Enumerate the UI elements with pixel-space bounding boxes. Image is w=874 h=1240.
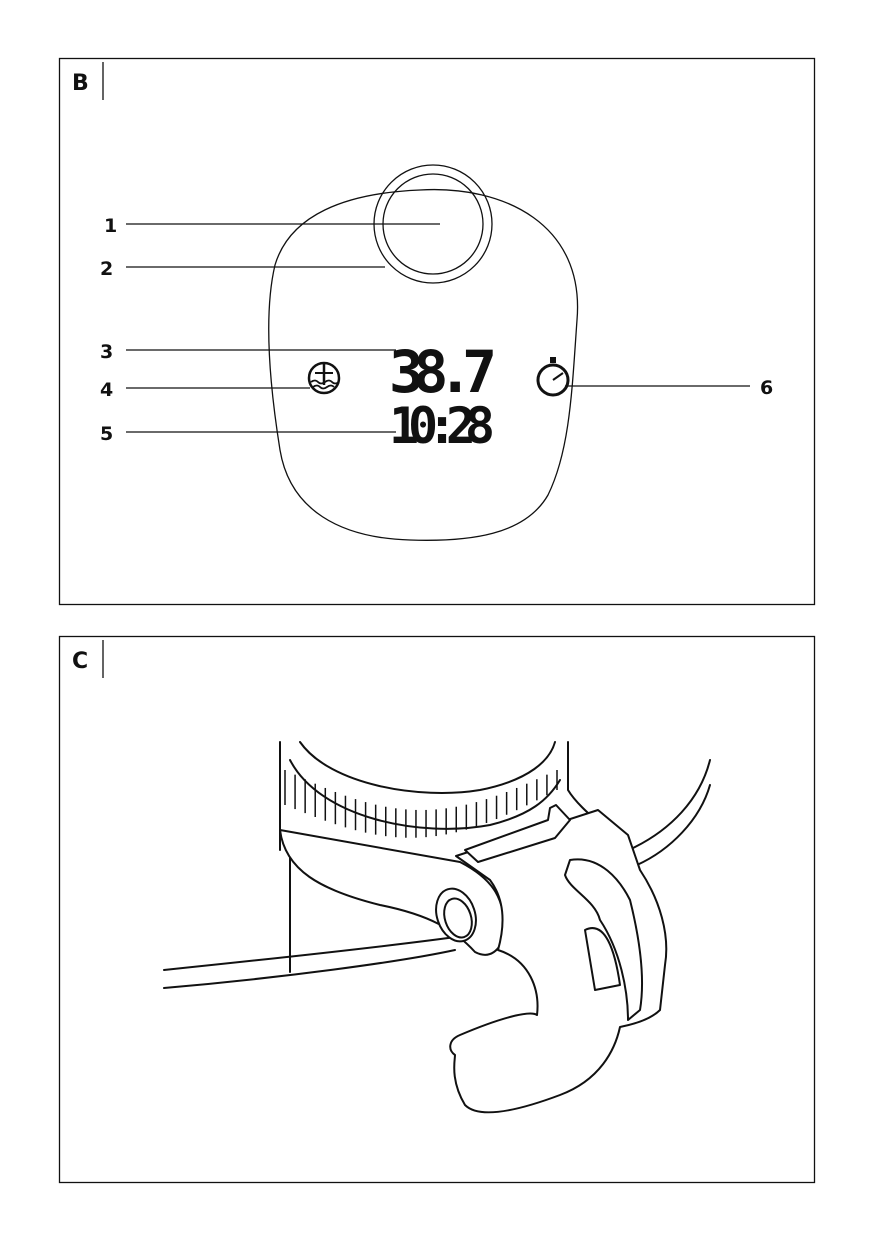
panel-c: C <box>58 635 816 1184</box>
panel-c-letter: C <box>72 649 88 674</box>
timer-icon <box>536 357 570 397</box>
callout-2: 2 <box>100 258 113 280</box>
water-temperature-icon <box>307 361 341 395</box>
device-control-panel-outline <box>268 188 579 541</box>
temperature-display: 38.7 <box>389 338 493 406</box>
time-display: 10:28 <box>389 397 492 455</box>
callout-6: 6 <box>760 377 773 399</box>
pot-clip-illustration <box>163 741 711 1114</box>
panel-b-frame <box>58 57 816 606</box>
callout-4: 4 <box>100 379 113 401</box>
callout-1: 1 <box>104 215 117 237</box>
panel-b-letter: B <box>72 71 89 96</box>
panel-b: B 1 2 3 4 5 6 38.7 10:28 <box>58 57 816 606</box>
callout-5: 5 <box>100 423 113 445</box>
callout-3: 3 <box>100 341 113 363</box>
panel-c-frame <box>58 635 816 1184</box>
clip-hinge-pin <box>435 887 477 943</box>
